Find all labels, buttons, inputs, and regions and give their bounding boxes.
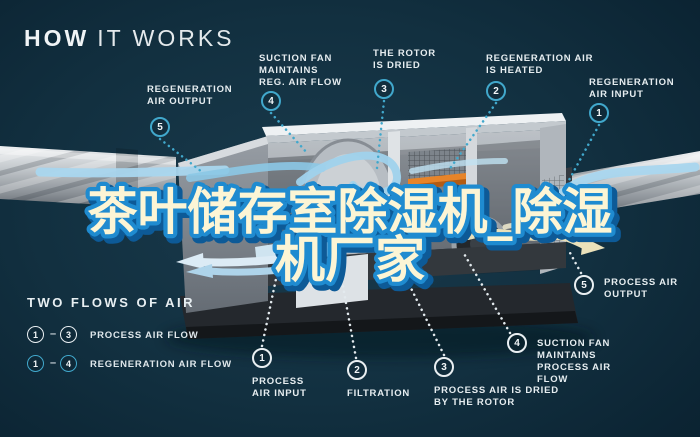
- callout-label-suction-fan-process: SUCTION FAN MAINTAINS PROCESS AIR FLOW: [537, 338, 611, 385]
- callout-number-1: 1: [589, 103, 609, 123]
- callout-number-p2: 2: [347, 360, 367, 380]
- title-light: IT WORKS: [97, 25, 235, 51]
- air-out-ribbon: [196, 248, 334, 267]
- callout-label-filtration: FILTRATION: [347, 388, 411, 399]
- callout-label-process-input: PROCESS AIR INPUT: [252, 376, 307, 399]
- title-bold: HOW: [24, 25, 90, 51]
- watermark-line1-shadow: 茶叶储存室除湿机_除湿: [92, 187, 617, 245]
- air-flow-ribbons: [35, 151, 700, 276]
- callout-number-3: 3: [374, 79, 394, 99]
- legend-circle-to-regen: 4: [60, 355, 77, 372]
- callout-number-p4: 4: [507, 333, 527, 353]
- legend-label-process: PROCESS AIR FLOW: [90, 330, 199, 341]
- regen-out-ribbon: [502, 221, 559, 230]
- callout-lines: [158, 99, 601, 360]
- legend-dash-2: –: [50, 357, 57, 369]
- callout-number-p5: 5: [574, 275, 594, 295]
- legend-label-regeneration: REGENERATION AIR FLOW: [90, 359, 232, 370]
- page-title: HOW IT WORKS: [24, 25, 235, 52]
- callout-number-p3: 3: [434, 357, 454, 377]
- legend-circle-from-process: 1: [27, 326, 44, 343]
- regen-out-ribbon: [464, 228, 590, 250]
- air-flow-ribbon: [537, 162, 700, 218]
- air-flow-ribbon: [186, 161, 326, 182]
- watermark-line2-shadow: 机厂家: [279, 235, 429, 293]
- legend-dash: –: [50, 328, 57, 340]
- callout-number-5: 5: [150, 117, 170, 137]
- callout-label-regeneration-output: REGENERATION AIR OUTPUT: [147, 84, 233, 107]
- air-out-ribbon: [204, 259, 336, 276]
- left-duct: [0, 146, 176, 209]
- air-flow-ribbon: [409, 158, 508, 174]
- air-flow-ribbon: [35, 165, 230, 178]
- watermark-line1: 茶叶储存室除湿机_除湿: [88, 183, 613, 241]
- watermark-line2: 机厂家: [275, 231, 425, 289]
- callout-label-process-dried: PROCESS AIR IS DRIED BY THE ROTOR: [434, 385, 559, 408]
- callout-label-suction-fan-reg: SUCTION FAN MAINTAINS REG. AIR FLOW: [259, 53, 342, 88]
- legend-title: TWO FLOWS OF AIR: [27, 295, 196, 310]
- callout-label-rotor-dried: THE ROTOR IS DRIED: [373, 48, 436, 71]
- callout-number-2: 2: [486, 81, 506, 101]
- air-flow-arrowheads: [176, 237, 605, 278]
- air-flow-swirl: [296, 151, 401, 198]
- callout-number-4: 4: [261, 91, 281, 111]
- legend-circle-from-regen: 1: [27, 355, 44, 372]
- callout-label-regeneration-input: REGENERATION AIR INPUT: [589, 77, 675, 100]
- legend-circle-to-process: 3: [60, 326, 77, 343]
- callout-label-regeneration-heated: REGENERATION AIR IS HEATED: [486, 53, 594, 76]
- callout-label-process-output: PROCESS AIR OUTPUT: [604, 277, 678, 300]
- callout-number-p1: 1: [252, 348, 272, 368]
